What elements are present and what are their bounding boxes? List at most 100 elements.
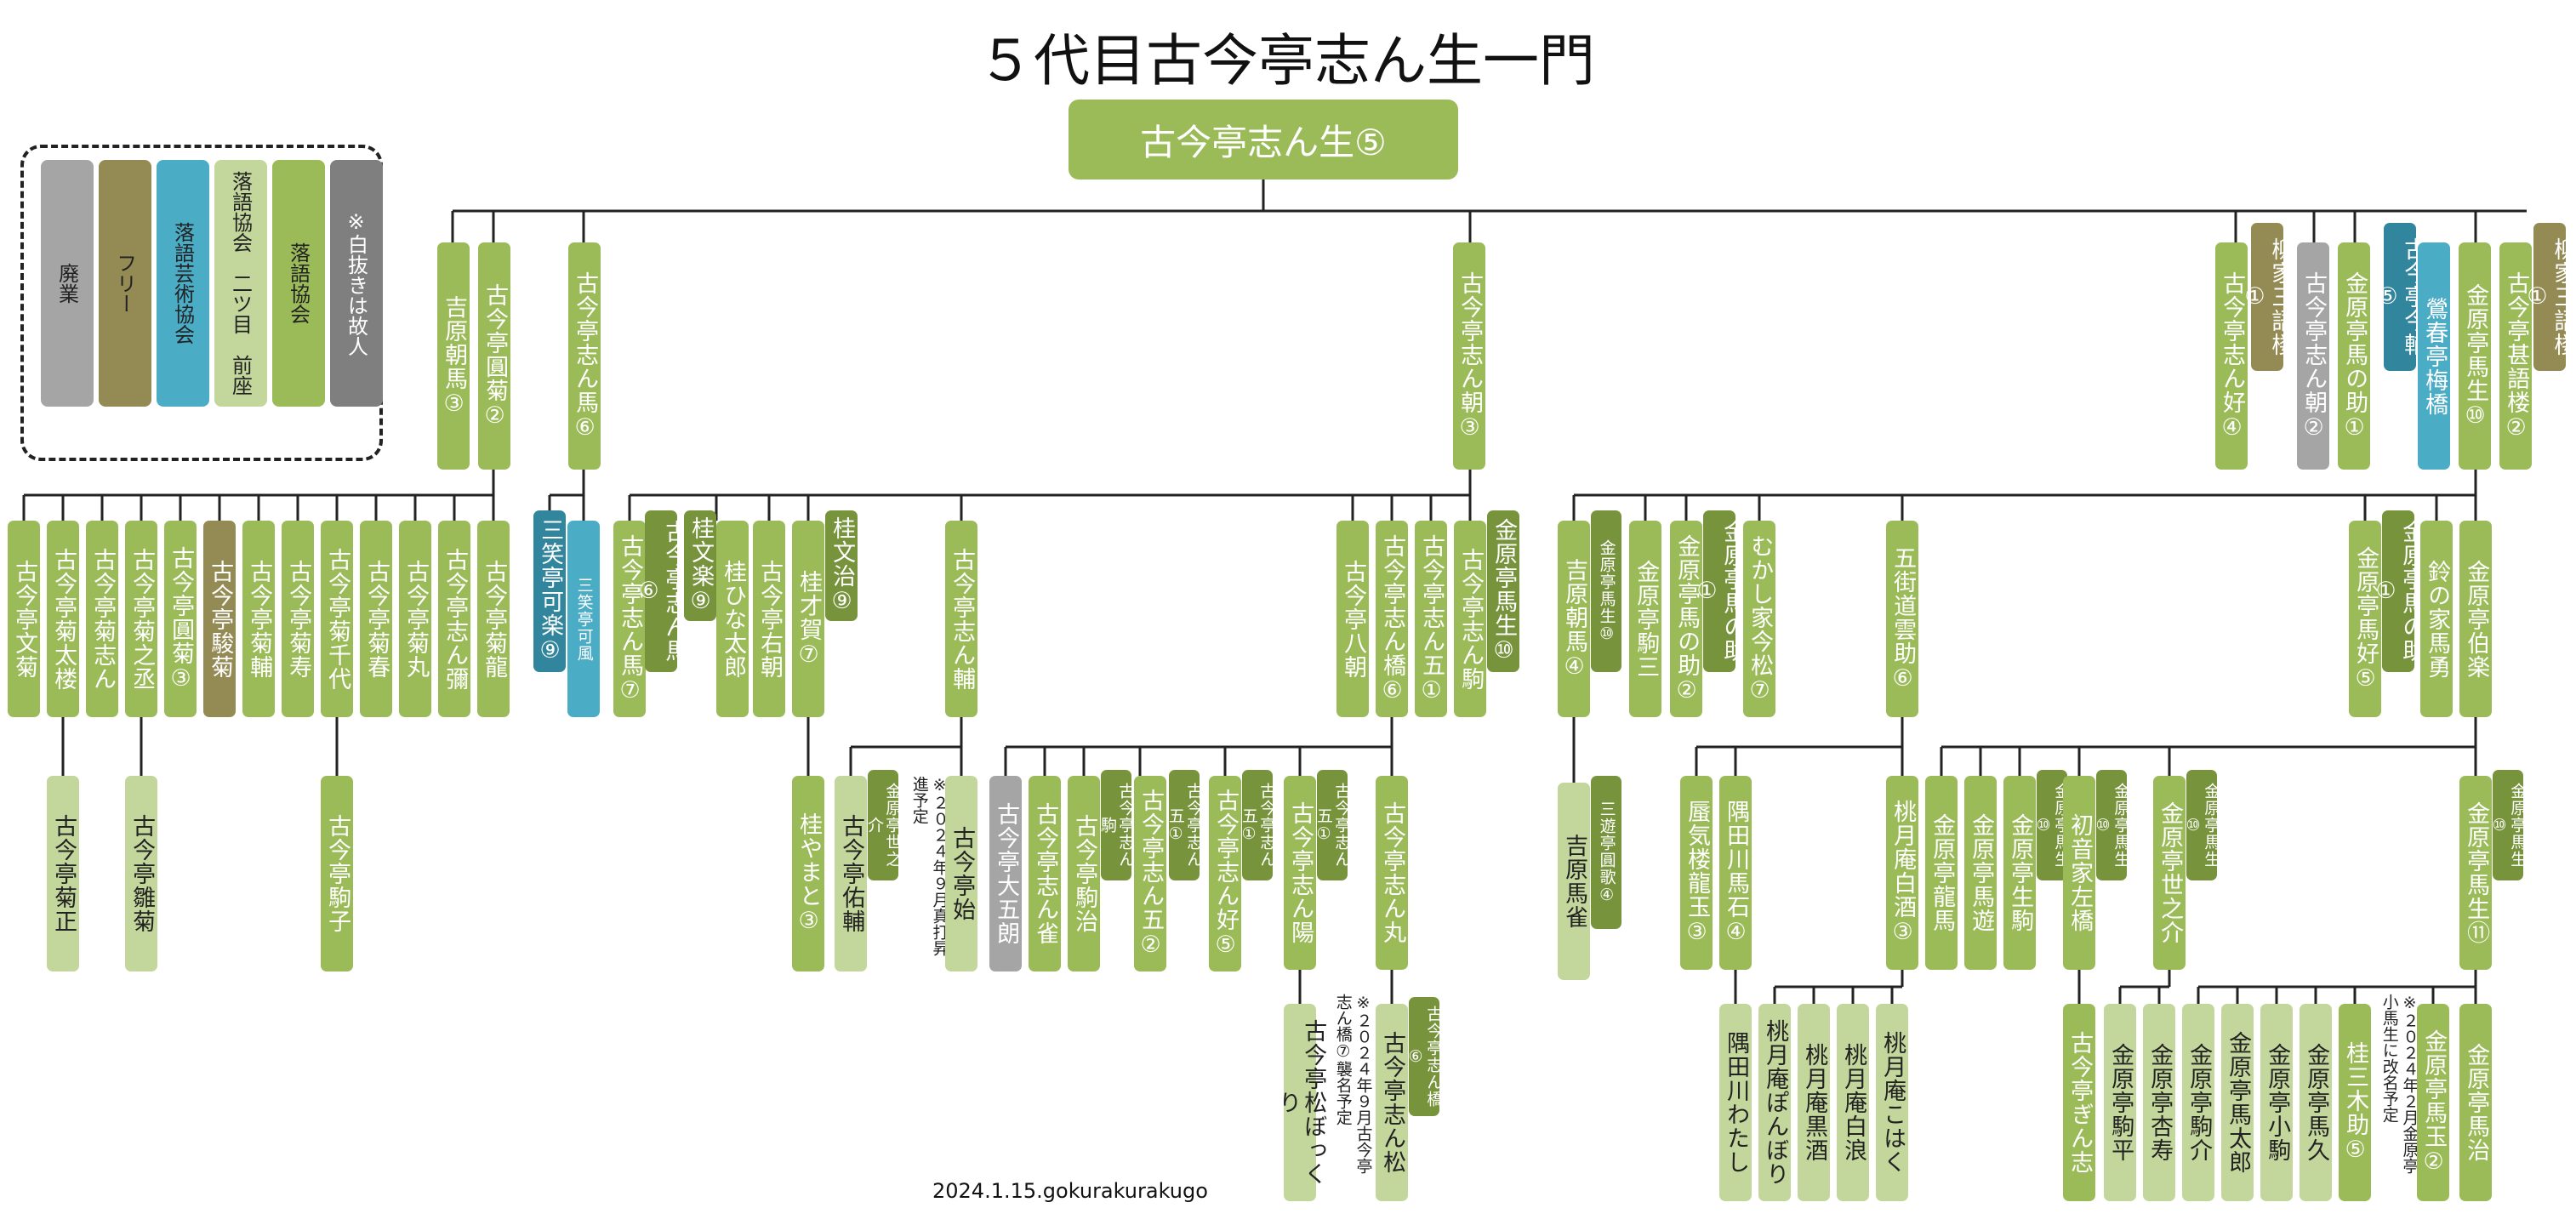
legend-geijutsu: 落語芸術協会 (157, 160, 209, 407)
legend: 廃業 フリー 落語芸術協会 落語協会 二ツ目 前座 落語協会 ※白抜きは故人 (20, 145, 383, 461)
node-basho-11: 金原亭馬生⑪ (2459, 776, 2492, 970)
node-basho-10g: 金原亭馬生⑩ (2490, 770, 2527, 880)
node-basho-10e: 金原亭馬生⑩ (2094, 770, 2130, 880)
node-yamato-3: 桂やまと③ (792, 776, 824, 971)
node-baseki-4: 隅田川馬石④ (1719, 776, 1752, 970)
node-komahira: 金原亭駒平 (2104, 1004, 2136, 1201)
node-kikumasa: 古今亭菊正 (47, 776, 79, 971)
node-bunji-9: 桂文治⑨ (825, 510, 858, 621)
node-shinyo: 古今亭志ん陽 (1284, 776, 1316, 970)
node-ryugyoku-3: 蜃気楼龍玉③ (1680, 776, 1713, 970)
node-yusuke: 古今亭佑輔 (835, 776, 867, 971)
node-bako-5: 金原亭馬好⑤ (2349, 521, 2381, 717)
node-baji: 金原亭馬治 (2459, 1004, 2492, 1201)
connector-lines (22, 179, 2527, 1004)
node-kikuchiyo: 古今亭菊千代 (321, 521, 353, 717)
node-hinataro: 桂ひな太郎 (716, 521, 749, 717)
node-shingo-1b: 古今亭志ん五① (1166, 770, 1203, 880)
node-batarou: 金原亭馬太郎 (2221, 1004, 2254, 1201)
node-shinba-6b: 古今亭志ん馬⑥ (635, 510, 687, 672)
node-shincho-2: 古今亭志ん朝② (2297, 242, 2329, 470)
node-shingo-1: 古今亭志ん五① (1415, 521, 1447, 717)
node-shincho-3: 古今亭志ん朝③ (1453, 242, 1485, 470)
node-shunkiku: 古今亭駿菊 (203, 521, 236, 717)
node-komazo: 金原亭駒三 (1629, 521, 1661, 717)
node-kikutarou: 古今亭菊太楼 (47, 521, 79, 717)
node-bunraku-9: 桂文楽⑨ (684, 510, 716, 621)
credit: 2024.1.15.gokurakurakugo (932, 1179, 1208, 1203)
legend-free: フリー (99, 160, 151, 407)
node-enkiku-2: 古今亭圓菊② (478, 242, 510, 470)
node-ponbori: 桃月庵ぽんぼり (1758, 1004, 1791, 1201)
node-shinba-7: 古今亭志ん馬⑦ (613, 521, 646, 717)
node-shinmatsu: 古今亭志ん松 (1376, 1004, 1408, 1201)
node-umanosuke-1: 金原亭馬の助① (2338, 242, 2370, 470)
node-basho-10f: 金原亭馬生⑩ (2184, 770, 2220, 880)
node-saiga-7: 桂才賀⑦ (792, 521, 824, 717)
node-sangoro-1: 柳家三語楼① (2242, 223, 2294, 371)
node-shingo-2: 古今亭志ん五② (1134, 776, 1166, 971)
node-matsubokkuri: 古今亭松ぼっくり (1274, 1004, 1326, 1201)
node-watashi: 隅田川わたし (1719, 1004, 1752, 1201)
node-kokoma: 金原亭小駒 (2260, 1004, 2293, 1201)
node-bagyoku-2: 金原亭馬玉② (2417, 1004, 2449, 1201)
legend-deceased: ※白抜きは故人 (330, 160, 383, 407)
node-kikuharu: 古今亭菊春 (360, 521, 392, 717)
node-shinsho: 古今亭始 (945, 776, 977, 971)
node-kokushu: 桃月庵黒酒 (1798, 1004, 1830, 1201)
node-kikusuke: 古今亭菊輔 (242, 521, 275, 717)
node-sangoro-1b: 柳家三語楼① (2524, 223, 2576, 371)
node-shinmaru: 古今亭志ん丸 (1376, 776, 1408, 970)
node-anzu: 金原亭杏寿 (2143, 1004, 2175, 1201)
node-shinba-6: 古今亭志ん馬⑥ (568, 242, 601, 470)
node-shinya: 古今亭志ん彌 (438, 521, 470, 717)
node-bunkiku: 古今亭文菊 (8, 521, 40, 717)
node-kohaku: 桃月庵こはく (1876, 1004, 1908, 1201)
node-choba-4: 吉原朝馬④ (1558, 521, 1590, 717)
node-baikyo: 鶯春亭梅橋 (2418, 242, 2450, 470)
node-sakyo: 初音家左橋 (2063, 776, 2095, 970)
node-imasuke-5: 古今亭今輔⑤ (2374, 223, 2426, 371)
node-ucho: 古今亭右朝 (753, 521, 785, 717)
node-yonosuke-2: 金原亭世之介 (2153, 776, 2186, 970)
node-bajaku: 吉原馬雀 (1558, 783, 1590, 980)
node-umanosuke-2: 金原亭馬の助② (1670, 521, 1702, 717)
node-basho-10c: 金原亭馬生⑩ (1591, 510, 1621, 672)
node-shinkyo-6b: 古今亭志ん橋⑥ (1406, 997, 1443, 1116)
node-kikunojo: 古今亭菊之丞 (125, 521, 157, 717)
node-kafu: 三笑亭可風 (567, 521, 600, 717)
node-shinko-5: 古今亭志ん好⑤ (1209, 776, 1241, 971)
node-komako: 古今亭駒子 (321, 776, 353, 971)
node-basho-10b: 金原亭馬生⑩ (1487, 510, 1519, 672)
node-bakyu: 金原亭馬久 (2300, 1004, 2332, 1201)
node-kikuju: 古今亭菊寿 (282, 521, 314, 717)
node-shinko-4: 古今亭志ん好④ (2215, 242, 2248, 470)
node-shinsuke: 古今亭志ん輔 (945, 521, 977, 717)
legend-futatsume: 落語協会 二ツ目 前座 (214, 160, 267, 407)
note-kyosho: ※２０２４年９月古今亭志ん橋⑦襲名予定 (1333, 994, 1373, 1174)
node-ginshi: 古今亭ぎん志 (2063, 1004, 2095, 1201)
node-kikuryu: 古今亭菊龍 (477, 521, 510, 717)
note-shinsho: ※２０２４年９月真打昇進予定 (909, 776, 949, 956)
node-shinkoma: 古今亭志ん駒 (1454, 521, 1486, 717)
node-umanosuke-1c: 金原亭馬の助① (2373, 510, 2425, 672)
node-hakuro: 桃月庵白浪 (1837, 1004, 1869, 1201)
node-kumosuke-6: 五街道雲助⑥ (1886, 521, 1918, 717)
node-enka-4: 三遊亭圓歌④ (1591, 776, 1621, 929)
node-komaji: 古今亭駒治 (1068, 776, 1100, 971)
root-node: 古今亭志ん生⑤ (1069, 100, 1458, 179)
node-baku: 金原亭生駒 (2003, 776, 2036, 970)
legend-haigyo: 廃業 (41, 160, 94, 407)
node-jingoro-2: 古今亭甚語楼② (2499, 242, 2532, 470)
note-kosuke: ※２０２４年２月金原亭小馬生に改名予定 (2379, 994, 2419, 1174)
node-yonosuke: 金原亭世之介 (865, 770, 902, 880)
node-shingo-1c: 古今亭志ん五① (1240, 770, 1276, 880)
node-shinjaku: 古今亭志ん雀 (1029, 776, 1061, 971)
page-title: ５代目古今亭志ん生一門 (977, 28, 1595, 94)
node-hachicho: 古今亭八朝 (1336, 521, 1369, 717)
node-bayu-2: 金原亭馬遊 (1964, 776, 1997, 970)
node-basho-10: 金原亭馬生⑩ (2459, 242, 2491, 470)
node-kikushin: 古今亭菊志ん (86, 521, 118, 717)
node-kikumaru: 古今亭菊丸 (399, 521, 431, 717)
